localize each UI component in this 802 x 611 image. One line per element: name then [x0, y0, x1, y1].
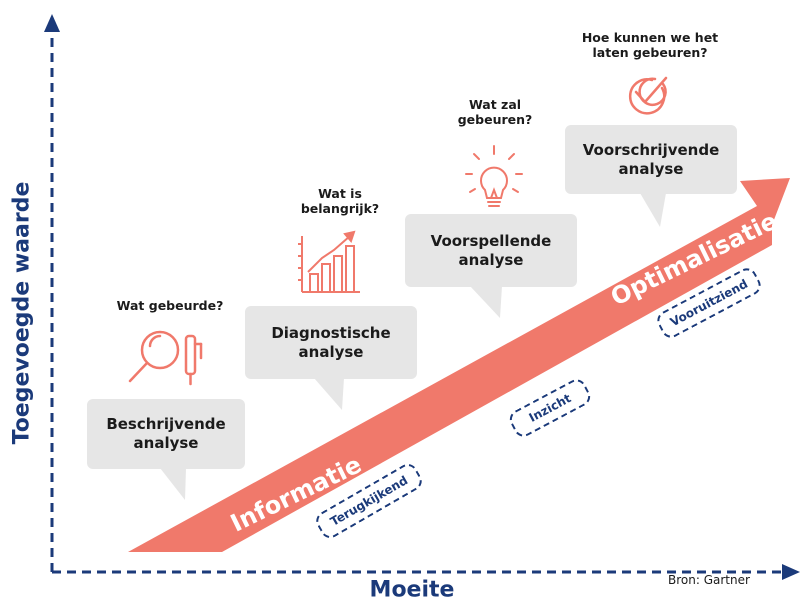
- bubble-tail-3: [470, 286, 502, 318]
- bar-chart-icon: [298, 230, 360, 293]
- y-axis-label: Toegevoegde waarde: [9, 181, 35, 445]
- box-title-line: Voorspellende: [430, 231, 552, 250]
- lightbulb-icon: [465, 145, 523, 207]
- question-line: Wat zal: [468, 97, 522, 112]
- y-axis-arrowhead: [44, 14, 60, 32]
- question-line: gebeuren?: [457, 112, 533, 127]
- bubble-tail-1: [160, 468, 186, 500]
- question-line: Hoe kunnen we het: [581, 30, 719, 45]
- bubble-tail-4: [640, 193, 666, 227]
- question-line: Wat is: [318, 186, 362, 201]
- stage-box-diagnostische: Diagnostische analyse: [245, 306, 417, 379]
- bubble-tail-2: [314, 378, 344, 410]
- magnifier-pencil-icon: [128, 330, 203, 386]
- question-line: laten gebeuren?: [592, 45, 708, 60]
- x-axis-label: Moeite: [369, 577, 455, 603]
- stage-box-voorschrijvende: Voorschrijvende analyse: [565, 125, 737, 194]
- box-title-line: analyse: [618, 159, 684, 178]
- box-title-line: Diagnostische: [271, 323, 391, 342]
- question-3: Wat zal gebeuren?: [445, 97, 545, 127]
- stage-box-beschrijvende: Beschrijvende analyse: [87, 399, 245, 469]
- question-4: Hoe kunnen we het laten gebeuren?: [565, 30, 735, 60]
- source-note: Bron: Gartner: [668, 573, 750, 587]
- question-1: Wat gebeurde?: [100, 298, 240, 313]
- stage-box-voorspellende: Voorspellende analyse: [405, 214, 577, 287]
- box-title-line: analyse: [298, 342, 364, 361]
- question-line: belangrijk?: [300, 201, 380, 216]
- box-title-line: Voorschrijvende: [582, 140, 720, 159]
- question-text: Wat gebeurde?: [116, 298, 224, 313]
- x-axis-arrowhead: [782, 564, 800, 580]
- box-title-line: Beschrijvende: [106, 415, 226, 433]
- box-title-line: analyse: [458, 250, 524, 269]
- box-title-line: analyse: [133, 434, 199, 452]
- question-2: Wat is belangrijk?: [285, 186, 395, 216]
- checkmark-badge-icon: [628, 76, 668, 115]
